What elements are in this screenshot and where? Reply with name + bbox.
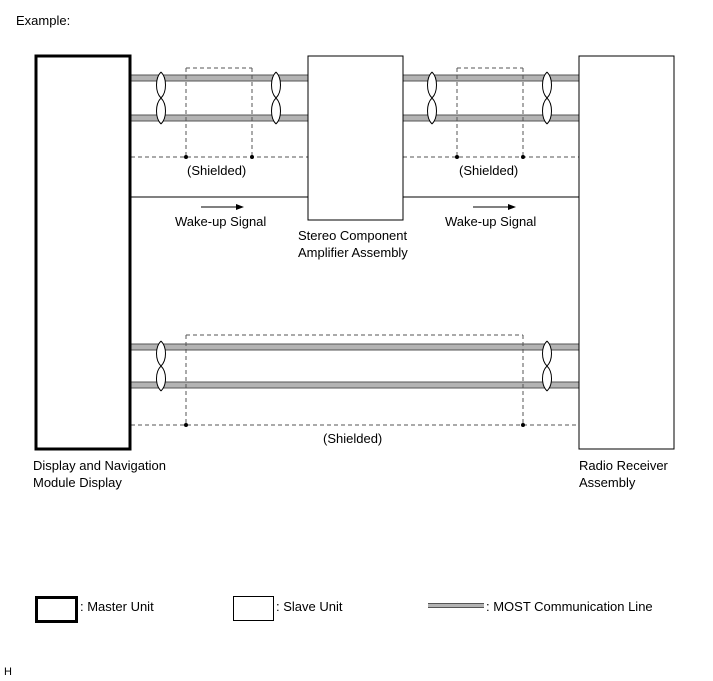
shield-bottom-node-2 [521,423,525,427]
wake-up-arrow-left-head [236,204,244,210]
shield-top-left-node-1 [184,155,188,159]
most-line-top-left-lower-fill [131,115,308,121]
amplifier-label-line1: Stereo Component [298,228,408,243]
legend-most-line-swatch [428,603,484,608]
footer-code: H [4,666,12,678]
wake-up-arrow-right-head [508,204,516,210]
most-line-bottom-upper-fill [131,344,579,350]
twisted-pair-top-1 [156,71,166,125]
master-unit-label-line1: Display and Navigation [33,458,166,473]
legend-master-unit-label: : Master Unit [80,599,154,614]
twisted-pair-bottom-2 [542,340,552,392]
most-line-bottom-lower-fill [131,382,579,388]
twisted-pair-top-2 [271,71,281,125]
wake-up-signal-label-left: Wake-up Signal [175,214,267,229]
legend-slave-unit-swatch [233,596,274,621]
shield-top-right-node-1 [455,155,459,159]
shield-top-right-node-2 [521,155,525,159]
legend-most-line-label: : MOST Communication Line [486,599,653,614]
twisted-pair-bottom-1 [156,340,166,392]
most-line-top-left-upper-fill [131,75,308,81]
master-unit-box [34,54,132,451]
shielded-label-bottom: (Shielded) [323,431,383,446]
shield-top-left-node-2 [250,155,254,159]
master-unit-label-line2: Module Display [33,475,122,490]
radio-receiver-unit-box [578,55,675,450]
radio-receiver-label-line2: Assembly [579,475,636,490]
legend-master-unit-swatch [35,596,78,623]
example-label: Example: [16,13,71,28]
twisted-pair-top-4 [542,71,552,125]
shield-bottom-node-1 [184,423,188,427]
amplifier-label-line2: Amplifier Assembly [298,245,408,260]
shielded-label-top-left: (Shielded) [187,163,247,178]
amplifier-unit-box [307,55,404,221]
twisted-pair-top-3 [427,71,437,125]
legend-slave-unit-label: : Slave Unit [276,599,343,614]
most-line-top-right-upper-fill [403,75,579,81]
most-line-top-right-lower-fill [403,115,579,121]
radio-receiver-label-line1: Radio Receiver [579,458,668,473]
wake-up-signal-label-right: Wake-up Signal [445,214,537,229]
shielded-label-top-right: (Shielded) [459,163,519,178]
